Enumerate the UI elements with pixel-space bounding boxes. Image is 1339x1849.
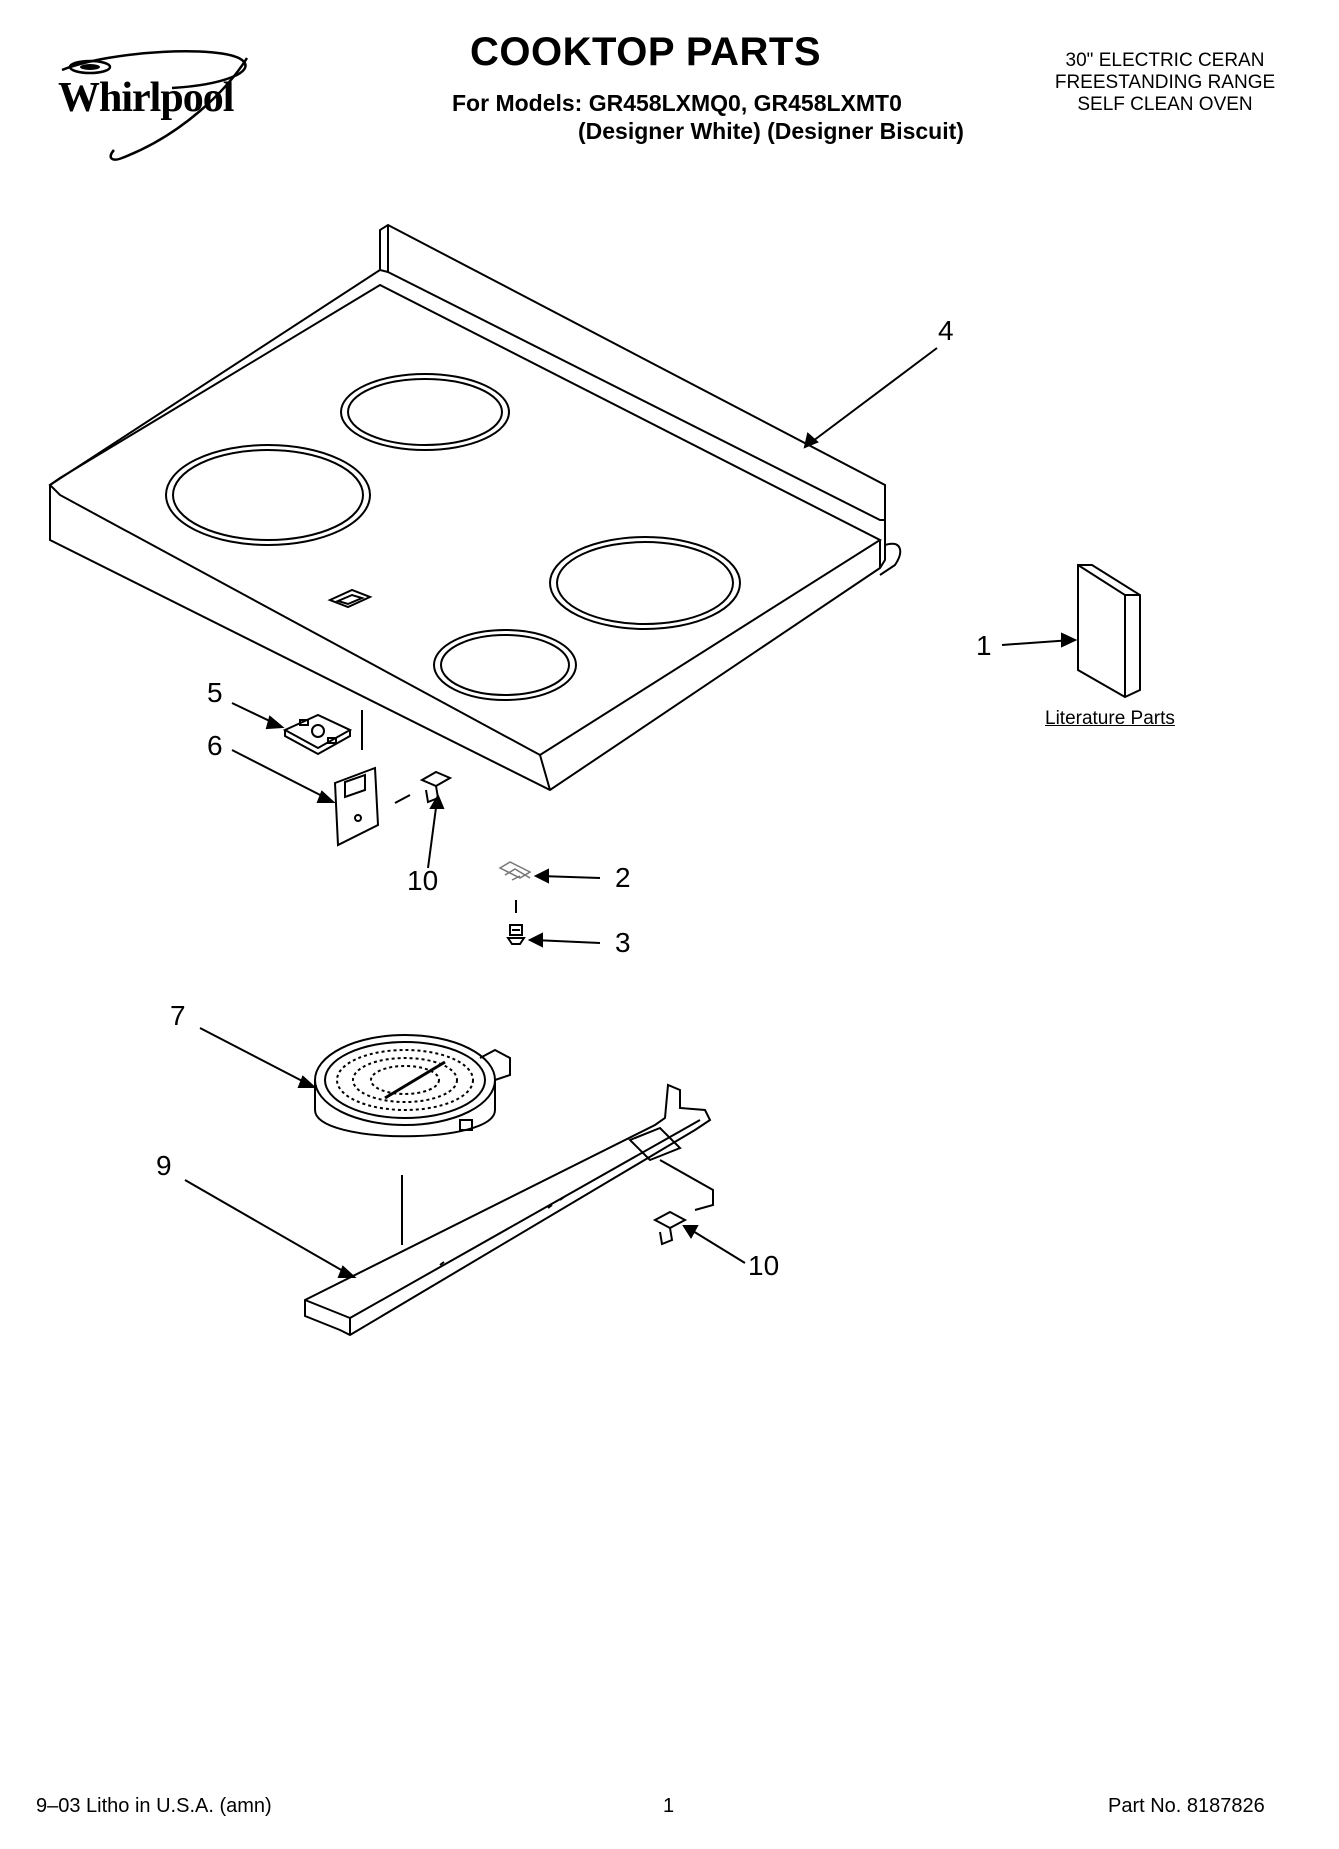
whirlpool-logo	[61, 50, 249, 161]
callout-6: 6	[207, 730, 223, 761]
leader-line-6	[394, 794, 411, 804]
callout-3: 3	[615, 927, 631, 958]
description-line-1: 30" ELECTRIC CERAN	[1065, 50, 1265, 71]
brand-wordmark: Whirlpool	[58, 75, 234, 121]
bracket-part-6	[333, 766, 380, 847]
cooktop-glass-part-4	[48, 223, 902, 792]
leader-line-9	[659, 1159, 714, 1211]
callout-arrows	[184, 347, 1078, 1278]
page-title: COOKTOP PARTS	[470, 30, 821, 74]
support-bracket-part-9	[304, 1083, 712, 1337]
callout-2: 2	[615, 862, 631, 893]
models-line: For Models: GR458LXMQ0, GR458LXMT0	[452, 90, 902, 116]
product-description: 30" ELECTRIC CERAN FREESTANDING RANGE SE…	[1030, 50, 1300, 116]
footer-page-number: 1	[663, 1795, 675, 1817]
footer-part-number: Part No. 8187826	[1108, 1795, 1265, 1817]
clip-part-2	[498, 861, 532, 881]
colors-line: (Designer White) (Designer Biscuit)	[578, 118, 964, 144]
literature-booklet-part-1	[1077, 564, 1141, 699]
callout-1: 1	[976, 630, 992, 661]
radiant-element-part-7	[314, 1034, 511, 1138]
callout-10-lower: 10	[748, 1250, 780, 1281]
footer-litho: 9–03 Litho in U.S.A. (amn)	[36, 1795, 272, 1817]
switch-part-5	[282, 713, 353, 756]
description-line-3: SELF CLEAN OVEN	[1077, 94, 1253, 115]
callout-9: 9	[156, 1150, 172, 1181]
screw-part-10-upper	[419, 770, 453, 804]
screw-part-3	[506, 924, 526, 945]
callout-10-upper: 10	[407, 865, 439, 896]
callout-4: 4	[938, 315, 954, 346]
literature-parts-label: Literature Parts	[1045, 708, 1175, 729]
screw-part-10-lower	[652, 1210, 688, 1246]
callout-7: 7	[170, 1000, 186, 1031]
callout-5: 5	[207, 677, 223, 708]
description-line-2: FREESTANDING RANGE	[1054, 72, 1276, 93]
